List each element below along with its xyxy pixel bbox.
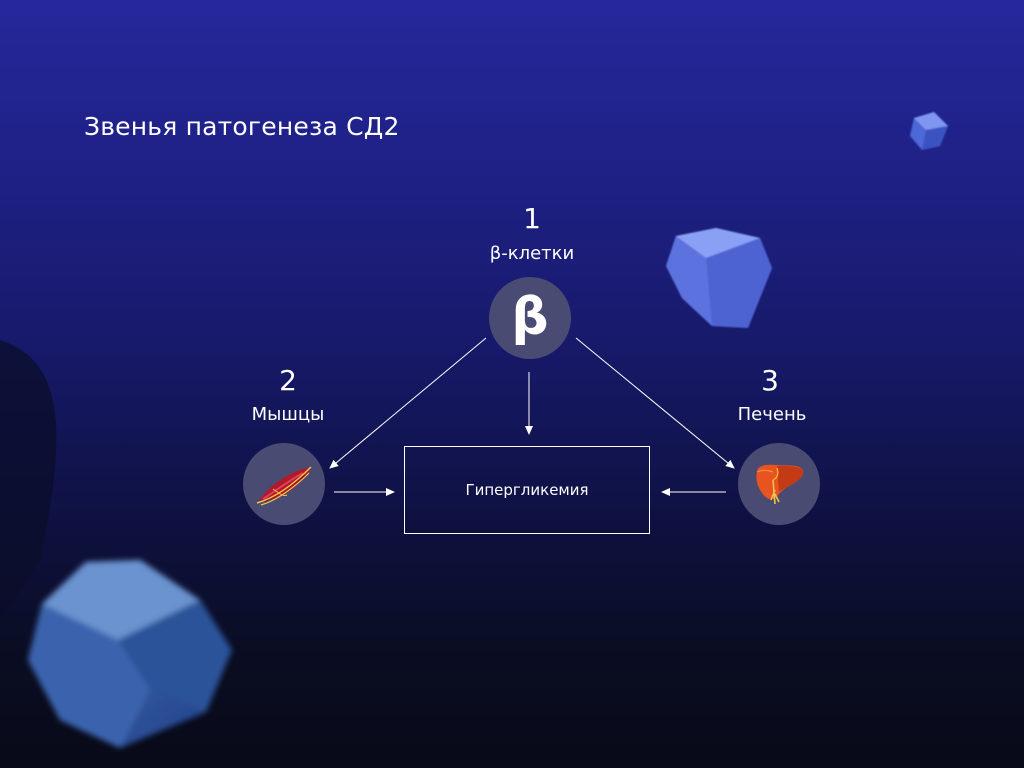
node-label-muscle: Мышцы: [251, 404, 325, 425]
liver-node-circle: [738, 443, 820, 525]
node-number-muscle: 2: [279, 364, 297, 397]
small-crystal-shape: [910, 112, 948, 150]
muscle-icon: [256, 466, 312, 506]
medium-crystal-shape: [666, 228, 772, 328]
hyperglycemia-box: Гипергликемия: [404, 446, 650, 534]
node-number-beta: 1: [523, 202, 541, 235]
hyperglycemia-label: Гипергликемия: [465, 481, 589, 499]
node-label-liver: Печень: [737, 404, 807, 425]
beta-node-circle: β: [489, 277, 571, 359]
beta-symbol-icon: β: [511, 287, 549, 347]
arrow-beta-to-muscle: [329, 337, 487, 469]
slide-title: Звенья патогенеза СД2: [84, 112, 400, 141]
background-shadow-curve: [0, 340, 57, 620]
node-number-liver: 3: [761, 364, 779, 397]
arrow-beta-to-liver: [575, 337, 735, 469]
liver-icon: [756, 464, 804, 505]
muscle-node-circle: [243, 443, 325, 525]
node-label-beta: β-клетки: [489, 243, 575, 264]
large-crystal-shape: [28, 560, 232, 748]
